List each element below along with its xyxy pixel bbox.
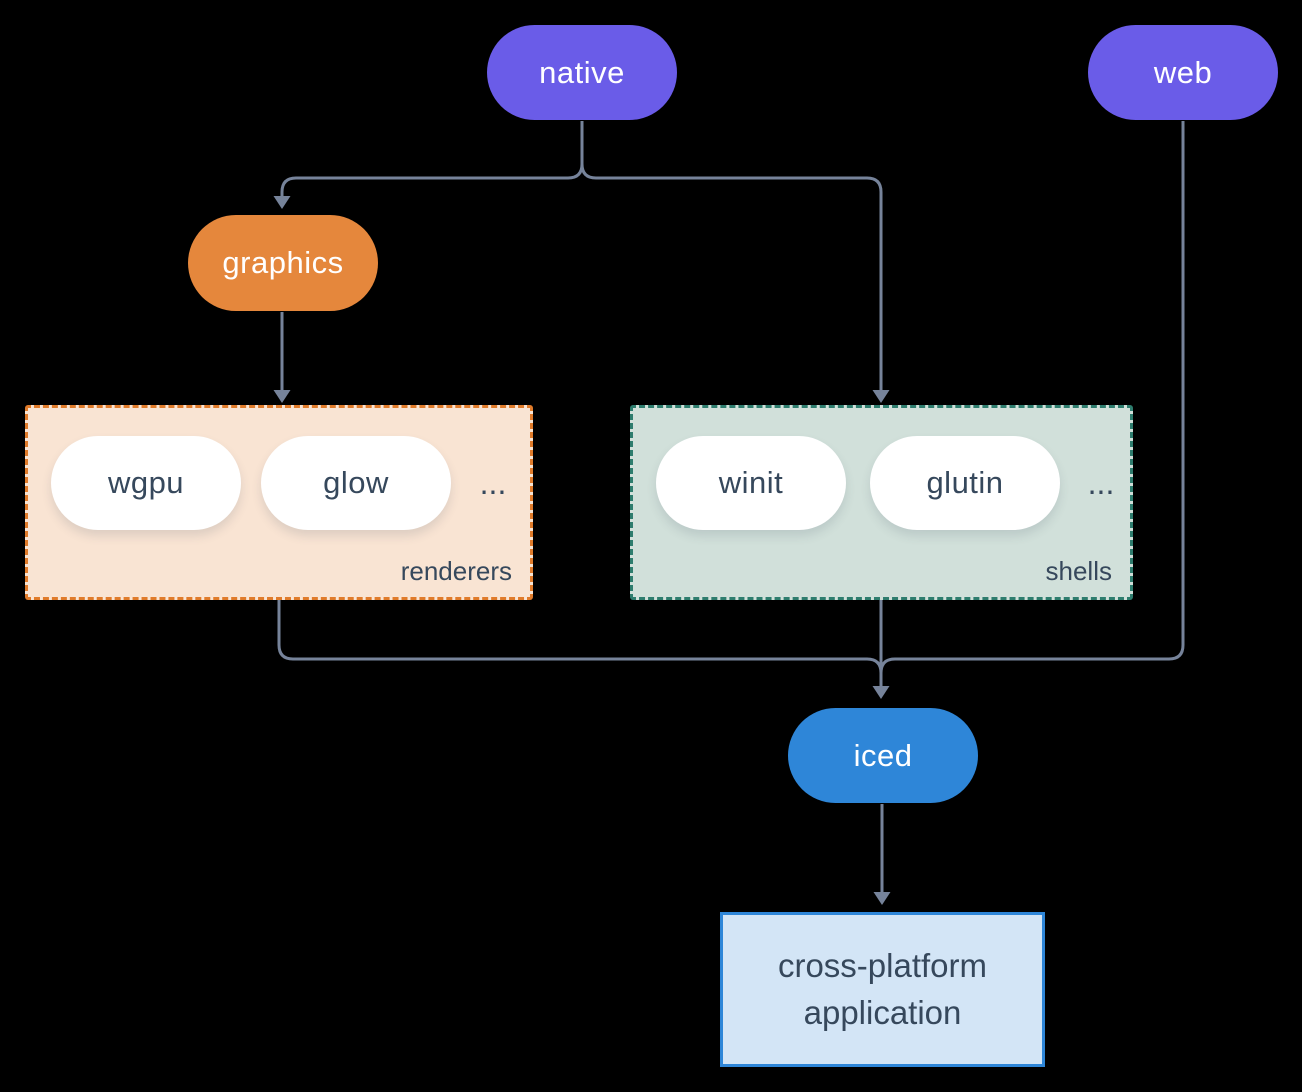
node-application: cross-platform application (720, 912, 1045, 1067)
node-web: web (1088, 25, 1278, 120)
arrowhead-iced (872, 686, 890, 699)
node-glutin: glutin (870, 436, 1060, 530)
renderers-group-label: renderers (400, 556, 512, 586)
node-wgpu-label: wgpu (107, 465, 185, 500)
node-glow: glow (261, 436, 451, 530)
node-winit-label: winit (718, 465, 784, 500)
arrowhead-application (873, 892, 891, 905)
node-graphics-label: graphics (222, 245, 344, 280)
node-graphics: graphics (188, 215, 378, 311)
arrowhead-shells (872, 390, 890, 403)
node-application-label: cross-platform application (777, 946, 988, 1031)
group-shells: winit glutin ... shells (630, 405, 1133, 600)
node-wgpu: wgpu (51, 436, 241, 530)
shells-group-label: shells (1045, 556, 1112, 586)
renderers-ellipsis: ... (479, 464, 507, 501)
node-glutin-label: glutin (926, 465, 1004, 500)
node-glow-label: glow (323, 465, 389, 500)
arrowhead-renderers (273, 390, 291, 403)
node-iced-label: iced (853, 737, 913, 773)
edge-native-shells (580, 121, 883, 390)
group-renderers: wgpu glow ... renderers (25, 405, 533, 600)
edge-native-graphics (280, 121, 584, 196)
node-native-label: native (539, 54, 625, 90)
node-iced: iced (788, 708, 978, 803)
arrowhead-graphics (273, 196, 291, 209)
node-winit: winit (656, 436, 846, 530)
node-native: native (487, 25, 677, 120)
edge-renderers-iced (277, 600, 883, 674)
shells-ellipsis: ... (1087, 464, 1115, 501)
edge-web-iced (879, 121, 1185, 674)
node-web-label: web (1153, 54, 1213, 90)
